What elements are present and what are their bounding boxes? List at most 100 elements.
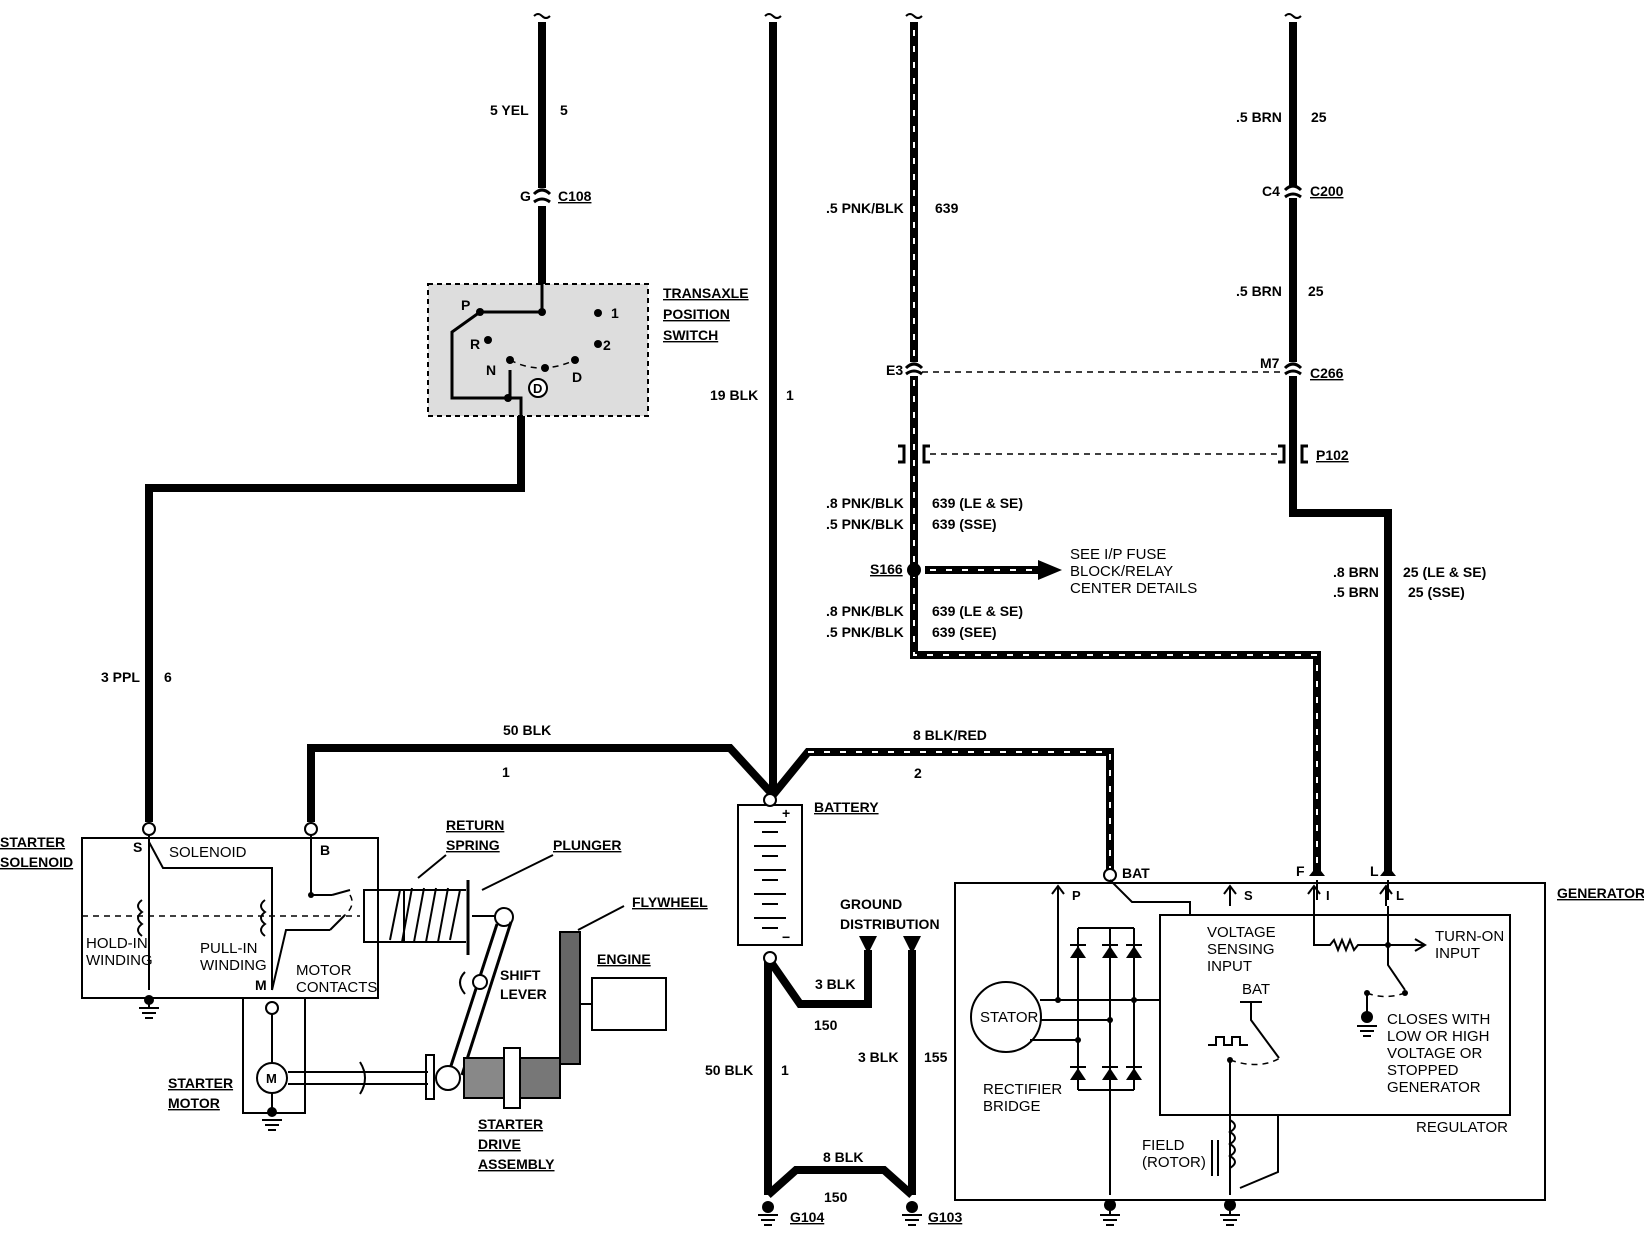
switch-title-3: SWITCH [663, 327, 718, 343]
label-50-blk-bottom-gauge: 50 BLK [705, 1062, 753, 1078]
term-s: S [133, 839, 142, 855]
gen-p: P [1072, 888, 1081, 903]
switch-pos-overdrive: D [533, 381, 542, 396]
ground-g103: G103 [928, 1209, 962, 1225]
label-brn-b1-gauge: .8 BRN [1333, 564, 1379, 580]
starter-motor: M STARTER MOTOR STARTER DRIVE ASSEMBLY [168, 997, 561, 1172]
switch-pos-1: 1 [611, 305, 619, 321]
label-brn-mid-gauge: .5 BRN [1236, 283, 1282, 299]
starter-motor-label-2: MOTOR [168, 1095, 220, 1111]
connector-c266-label: C266 [1310, 365, 1344, 381]
plunger-assembly: RETURN SPRING PLUNGER [363, 817, 621, 955]
label-3-blk-b-circuit: 155 [924, 1049, 948, 1065]
motor-contacts-label-2: CONTACTS [296, 979, 377, 996]
voltage-sensing-label-3: INPUT [1207, 958, 1252, 975]
drive-label-2: DRIVE [478, 1136, 521, 1152]
splice-s166-label: S166 [870, 561, 903, 577]
label-brn-top-gauge: .5 BRN [1236, 109, 1282, 125]
connector-p102: P102 [898, 444, 1349, 464]
flywheel-engine: FLYWHEEL ENGINE [559, 894, 708, 1065]
battery: + − BATTERY [737, 793, 879, 965]
hold-in-label-2: WINDING [86, 952, 153, 969]
voltage-sensing-label-2: SENSING [1207, 941, 1275, 958]
label-brn-mid-circuit: 25 [1308, 283, 1324, 299]
switch-pos-n: N [486, 362, 496, 378]
transaxle-position-switch: P R N D D 1 2 TRANSAXLE POSITION SWITCH [427, 283, 749, 417]
pin-m7: M7 [1260, 355, 1280, 371]
label-brn-b2-gauge: .5 BRN [1333, 584, 1379, 600]
label-50-blk-top-gauge: 50 BLK [503, 722, 551, 738]
wire-3-ppl [145, 412, 525, 822]
switch-title-1: TRANSAXLE [663, 285, 749, 301]
generator-bat-terminal: BAT [1122, 865, 1150, 881]
wire-25-brn [1284, 13, 1392, 875]
engine-label: ENGINE [597, 951, 651, 967]
connector-c200: C4 C200 [1262, 183, 1344, 199]
ground-g104: G104 [790, 1209, 824, 1225]
closes-label-4: STOPPED [1387, 1062, 1459, 1079]
fuse-note-line1: SEE I/P FUSE [1070, 546, 1166, 563]
plunger-label: PLUNGER [553, 837, 621, 853]
pin-c4: C4 [1262, 183, 1280, 199]
label-3-blk-b-gauge: 3 BLK [858, 1049, 898, 1065]
splice-s166: S166 SEE I/P FUSE BLOCK/RELAY CENTER DET… [870, 546, 1197, 597]
motor-symbol: M [266, 1071, 277, 1086]
closes-label-3: VOLTAGE OR [1387, 1045, 1482, 1062]
label-pnk-b1-gauge: .8 PNK/BLK [826, 603, 904, 619]
starter-solenoid: S B SOLENOID HOLD-IN WINDING PULL-IN WIN… [0, 822, 379, 1019]
wire-639-pnk-blk [905, 13, 1321, 875]
label-pnk-a1-circuit: 639 (LE & SE) [932, 495, 1023, 511]
term-m: M [255, 977, 267, 993]
fuse-note-line3: CENTER DETAILS [1070, 580, 1197, 597]
field-label-1: FIELD [1142, 1137, 1185, 1154]
regulator-bat-label: BAT [1242, 981, 1270, 998]
label-pnk-b2-gauge: .5 PNK/BLK [826, 624, 904, 640]
generator-term-f: F [1296, 863, 1305, 879]
label-8-blk-red-circuit: 2 [914, 765, 922, 781]
gen-i: I [1326, 888, 1330, 903]
switch-title-2: POSITION [663, 306, 730, 322]
turn-on-label-2: INPUT [1435, 945, 1480, 962]
label-pnk-b2-circuit: 639 (SEE) [932, 624, 997, 640]
label-brn-b2-circuit: 25 (SSE) [1408, 584, 1465, 600]
return-spring-label-1: RETURN [446, 817, 504, 833]
connector-c266: E3 M7 C266 [886, 355, 1344, 381]
gen-s: S [1244, 888, 1253, 903]
starter-solenoid-title-2: SOLENOID [0, 854, 73, 870]
solenoid-label: SOLENOID [169, 844, 247, 861]
battery-label: BATTERY [814, 799, 879, 815]
hold-in-label-1: HOLD-IN [86, 935, 148, 952]
switch-pos-2: 2 [603, 337, 611, 353]
ground-distribution: GROUND DISTRIBUTION G104 G103 [758, 896, 962, 1226]
starter-solenoid-title-1: STARTER [0, 834, 65, 850]
generator-term-l: L [1370, 863, 1379, 879]
closes-label-5: GENERATOR [1387, 1079, 1481, 1096]
field-label-2: (ROTOR) [1142, 1154, 1206, 1171]
closes-label-1: CLOSES WITH [1387, 1011, 1490, 1028]
label-pnk-a2-circuit: 639 (SSE) [932, 516, 997, 532]
switch-pos-r: R [470, 336, 480, 352]
pull-in-label-2: WINDING [200, 957, 267, 974]
wire-labels: 5 YEL 5 19 BLK 1 .5 PNK/BLK 639 .5 BRN 2… [101, 102, 1486, 1205]
label-3-ppl-gauge: 3 PPL [101, 669, 140, 685]
label-50-blk-top-circuit: 1 [502, 764, 510, 780]
rectifier-label-2: BRIDGE [983, 1098, 1041, 1115]
label-19-blk-gauge: 19 BLK [710, 387, 758, 403]
motor-contacts-label-1: MOTOR [296, 962, 352, 979]
connector-c108: G C108 [520, 188, 592, 204]
pin-e3: E3 [886, 362, 903, 378]
stator-label: STATOR [980, 1009, 1039, 1026]
starter-motor-label-1: STARTER [168, 1075, 233, 1091]
label-5-yel-gauge: 5 YEL [490, 102, 529, 118]
ground-distribution-label-2: DISTRIBUTION [840, 916, 940, 932]
rectifier-label-1: RECTIFIER [983, 1081, 1062, 1098]
battery-minus: − [782, 929, 790, 945]
label-pnk-a1-gauge: .8 PNK/BLK [826, 495, 904, 511]
term-b: B [320, 842, 330, 858]
gen-l: L [1396, 888, 1404, 903]
connector-p102-label: P102 [1316, 447, 1349, 463]
switch-pos-p: P [461, 297, 470, 313]
label-3-blk-a-circuit: 150 [814, 1017, 838, 1033]
label-pnk-b1-circuit: 639 (LE & SE) [932, 603, 1023, 619]
label-50-blk-bottom-circuit: 1 [781, 1062, 789, 1078]
